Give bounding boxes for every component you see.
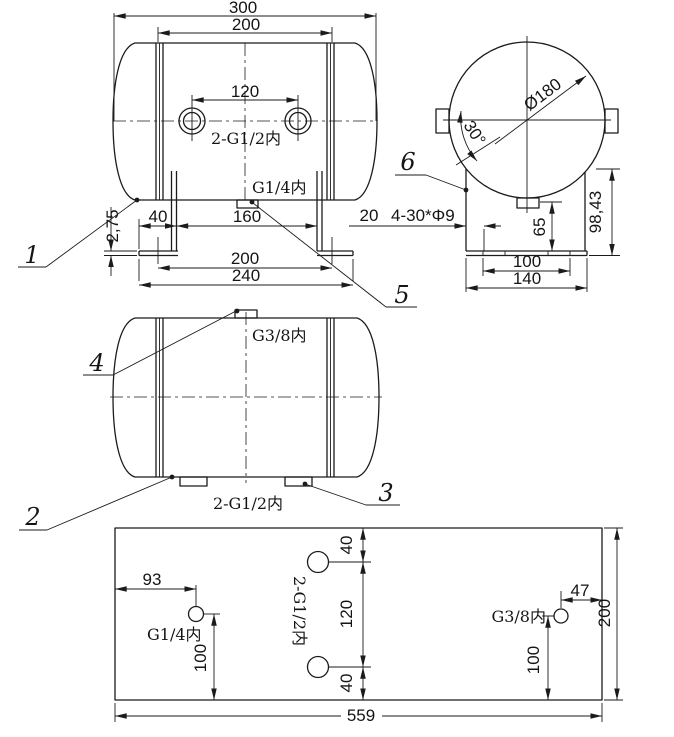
callout-1-number: 1 [24,241,39,269]
dim-slot-centers-span: 200 [231,249,259,268]
layout-view: 93 100 40 120 40 47 100 2 [114,527,623,725]
callout-6: 6 [395,148,469,193]
label-layout-ports: 2-G1/2内 [290,576,309,646]
end-bottom-port [516,197,540,209]
dim-plate-length: 559 [347,706,375,725]
callout-1: 1 [18,197,140,269]
callout-2-number: 2 [24,503,40,531]
dim-bottom-margin: 40 [337,674,356,693]
layout-dimensions: 93 100 40 120 40 47 100 2 [114,527,623,725]
dim-layout-port-spacing: 120 [337,600,356,628]
end-view: Ø180 30° 65 98,43 100 140 6 [395,36,620,292]
label-vent-port: G3/8内 [252,326,307,345]
plate-outline [114,527,603,701]
label-slots: 4-30*Φ9 [391,206,455,225]
hole-g14 [187,605,205,623]
tank-straps [155,43,335,200]
hole-g12-bottom [306,655,330,679]
dim-drain-bottom-offset: 100 [191,644,210,672]
hole-g38 [553,608,569,624]
dim-vent-edge-offset: 47 [571,581,590,600]
dim-port-spacing: 120 [231,82,259,101]
port-left-outer [178,107,206,135]
front-brackets [138,171,354,257]
leader-dot-2 [169,474,175,480]
callout-2: 2 [19,474,175,531]
label-layout-drain: G1/4内 [147,625,202,644]
dim-drain-offset: 93 [143,570,162,589]
dim-foot-thickness: 2,75 [103,209,122,242]
leader-dot-4 [234,308,240,314]
dim-slot-edge-offset: 20 [360,206,379,225]
label-front-ports: 2-G1/2内 [211,129,281,148]
dim-overall-length: 300 [229,0,257,17]
dim-slot-spacing: 100 [513,252,541,271]
dim-base-width: 140 [513,269,541,288]
dim-plate-width: 200 [595,599,614,627]
dim-angle: 30° [460,117,490,149]
dim-strap-spacing: 200 [232,15,260,34]
callout-5-number: 5 [394,281,409,309]
centerlines-front [113,43,377,200]
label-front-drain: G1/4内 [252,178,307,197]
side-tab-left [435,108,450,134]
tank-straps-profile [155,318,335,477]
dim-feet-spacing: 160 [233,207,261,226]
hole-g12-top [306,550,330,574]
port-right-inner [288,111,308,131]
bottom-port-left [179,476,208,487]
callout-3: 3 [302,479,400,507]
label-layout-vent: G3/8内 [491,607,546,626]
leader-dot-6 [463,187,469,193]
dim-vent-bottom-offset: 100 [524,646,543,674]
dim-foot-width: 40 [149,207,168,226]
callout-6-number: 6 [400,148,415,176]
tank-profile-outline [112,317,380,478]
side-tab-right [604,108,619,134]
dim-top-margin: 40 [337,536,356,555]
label-bottom-ports: 2-G1/2内 [213,494,283,513]
dim-port-height: 65 [530,218,549,237]
front-ports [178,95,312,141]
callout-4: 4 [83,308,240,377]
callout-4-number: 4 [88,349,104,377]
bottom-port-right [284,476,313,487]
dim-base-overall: 240 [232,266,260,285]
port-right-outer [284,107,312,135]
port-left-inner [182,111,202,131]
leader-dot-3 [302,481,308,487]
front-view: 300 200 120 2,75 40 160 20 4-30* [18,0,501,309]
front-dimensions: 300 200 120 2,75 40 160 20 4-30* [103,0,501,288]
drain-port-boss [236,199,259,209]
end-bracket [465,169,588,257]
callout-5: 5 [252,202,417,309]
vent-port-boss [234,309,258,319]
dim-bracket-height: 98,43 [586,191,605,234]
callout-3-number: 3 [378,479,393,507]
profile-view: G3/8内 2-G1/2内 4 2 3 [19,308,400,531]
end-dimensions: Ø180 30° 65 98,43 100 140 [455,75,620,292]
